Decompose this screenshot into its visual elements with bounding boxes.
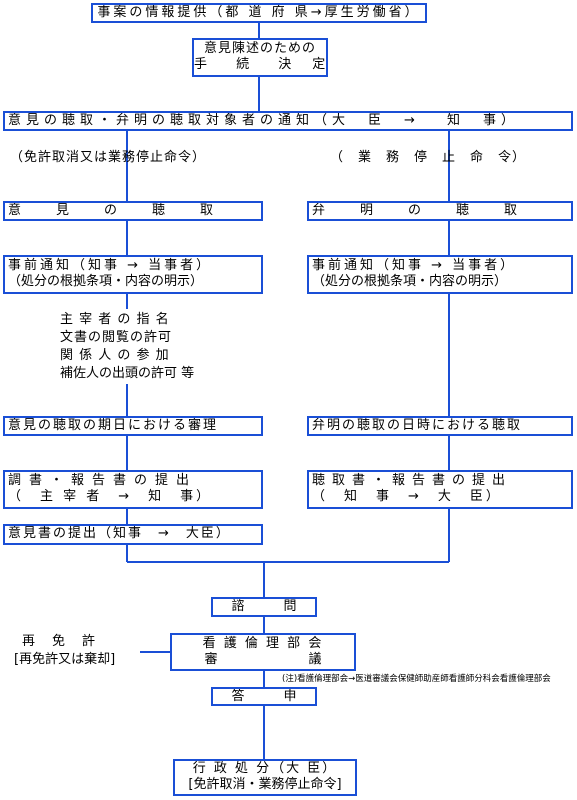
- procedure-decision-line-1: 意見陳述のための: [203, 41, 316, 56]
- hearing-item: 文書の閲覧の許可: [60, 330, 173, 345]
- administrative-action-line-2: [免許取消・業務停止命令]: [188, 777, 342, 792]
- target-notification-box: 意見の聴取・弁明の聴取対象者の通知（大 臣 → 知 事）: [3, 111, 573, 131]
- relicense-detail: [再免許又は棄却]: [14, 652, 116, 667]
- hearing-items-list: 主 宰 者 の 指 名 文書の閲覧の許可 関 係 人 の 参 加 補佐人の出頭の…: [60, 311, 194, 383]
- report-left-line-1: 調書・報告書の提出: [8, 473, 198, 488]
- relicense-label: 再 免 許: [22, 634, 98, 649]
- hearing-item: 主 宰 者 の 指 名: [60, 312, 170, 327]
- explanation-hearing-date-box: 弁明の聴取の日時における聴取: [307, 416, 573, 436]
- right-branch-label: （ 業 務 停 止 命 令）: [330, 150, 527, 165]
- ethics-council-note: (注)看護倫理部会→医道審議会保健師助産師看護師分科会看護倫理部会: [282, 674, 551, 684]
- report-right-line-2: （ 知 事 → 大 臣）: [312, 489, 502, 504]
- administrative-action-line-1: 行 政 処 分（大 臣）: [192, 761, 338, 776]
- opinion-review-box: 意見の聴取の期日における審理: [3, 416, 263, 436]
- ethics-council-line-1: 看 護 倫 理 部 会: [202, 636, 324, 651]
- report-right-line-1: 聴取書・報告書の提出: [312, 473, 513, 488]
- ethics-council-box: 看 護 倫 理 部 会 審 議: [170, 633, 356, 671]
- ethics-council-line-2: 審 議: [204, 652, 322, 667]
- prenotice-right-line-2: （処分の根拠条項・内容の明示）: [312, 274, 508, 289]
- prenotice-right-box: 事前通知（知事 → 当事者） （処分の根拠条項・内容の明示）: [307, 255, 573, 294]
- opinion-submission-box: 意見書の提出（知事 → 大臣）: [3, 524, 263, 545]
- explanation-hearing-box: 弁 明 の 聴 取: [307, 201, 573, 221]
- prenotice-left-line-2: （処分の根拠条項・内容の明示）: [8, 274, 204, 289]
- procedure-decision-line-2: 手 続 決 定: [194, 57, 328, 72]
- procedure-decision-box: 意見陳述のための 手 続 決 定: [192, 38, 328, 77]
- answer-box: 答 申: [211, 687, 317, 706]
- hearing-item: 補佐人の出頭の許可 等: [60, 366, 195, 381]
- opinion-hearing-box: 意 見 の 聴 取: [3, 201, 263, 221]
- prenotice-right-line-1: 事前通知（知事 → 当事者）: [312, 258, 517, 273]
- report-left-box: 調書・報告書の提出 （ 主 宰 者 → 知 事）: [3, 470, 263, 509]
- report-right-box: 聴取書・報告書の提出 （ 知 事 → 大 臣）: [307, 470, 573, 509]
- prenotice-left-box: 事前通知（知事 → 当事者） （処分の根拠条項・内容の明示）: [3, 255, 263, 294]
- prenotice-left-line-1: 事前通知（知事 → 当事者）: [8, 258, 213, 273]
- report-left-line-2: （ 主 宰 者 → 知 事）: [8, 489, 213, 504]
- left-branch-label: （免許取消又は業務停止命令）: [10, 150, 207, 165]
- hearing-item: 関 係 人 の 参 加: [60, 348, 170, 363]
- consultation-box: 諮 問: [211, 597, 317, 617]
- administrative-action-box: 行 政 処 分（大 臣） [免許取消・業務停止命令]: [173, 759, 357, 796]
- info-provision-box: 事案の情報提供（都 道 府 県→厚生労働省）: [91, 3, 427, 23]
